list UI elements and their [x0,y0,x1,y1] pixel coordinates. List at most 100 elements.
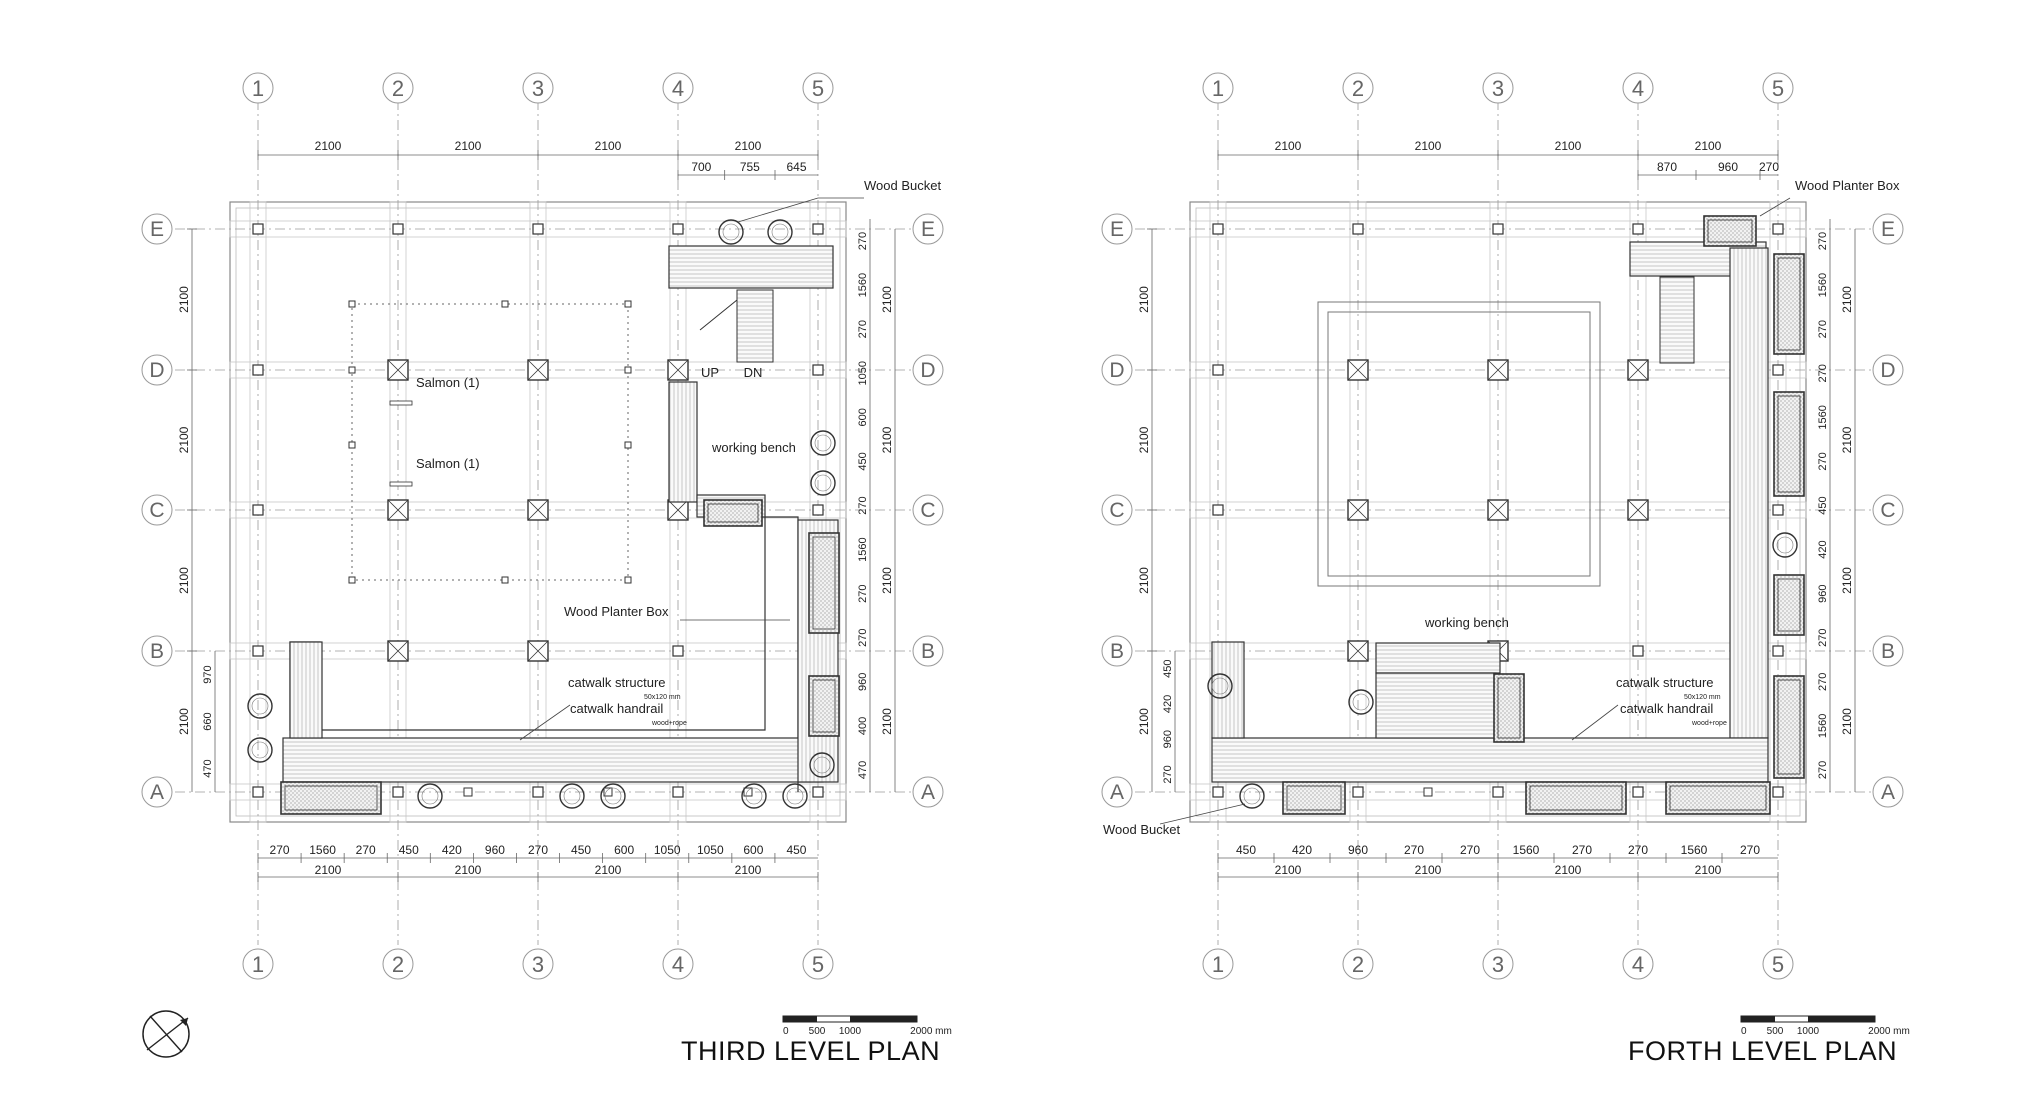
stair-up-label: UP [701,365,719,380]
dim-bottom-sub-span: 270 [528,843,548,857]
grid-bubble-label: 2 [392,76,404,101]
column-post [252,364,264,376]
grid-bubble-col [382,72,414,104]
grid-bubble-label: C [149,499,164,522]
dim-right-sub-span: 1050 [857,361,869,385]
void-post [501,300,509,308]
grid-bubble-label: E [921,218,935,241]
x-post-cross [527,499,549,521]
wood-bucket [559,783,585,809]
dim-bottom-span: 2100 [595,863,622,877]
grid-bubble-col [242,72,274,104]
wood-bucket [782,783,808,809]
wood-bucket [741,783,767,809]
column-post [392,223,404,235]
wood-bucket-rim [814,474,832,492]
dim-right-sub-span: 270 [857,320,869,338]
dim-bottom-sub-span: 270 [356,843,376,857]
stair-down-label: DN [744,365,763,380]
wood-planter-box [808,675,840,737]
grid-bubble-label: E [150,218,164,241]
grid-bubble-label: 2 [392,952,404,977]
void-post [348,576,356,584]
dim-right-span: 2100 [880,567,894,594]
x-post-cross [527,640,549,662]
dim-left-sub-span: 970 [202,665,214,683]
x-post-cross [527,359,549,381]
salmon-marker [389,481,413,487]
column-post [463,787,473,797]
void-post [501,576,509,584]
leader-line [519,704,571,741]
wood-bucket-label: Wood Bucket [864,178,941,193]
dim-bottom-sub-span: 270 [270,843,290,857]
wood-bucket [809,752,835,778]
grid-bubble-label: B [921,640,935,663]
wood-bucket [417,783,443,809]
grid-bubble-label: D [149,359,164,382]
dim-left-span: 2100 [177,286,191,313]
wood-bucket-rim [722,223,740,241]
catwalk-lower [282,737,824,783]
catwalk-structure-size: 50x120 mm [644,694,681,701]
dim-left-span: 2100 [177,567,191,594]
void-post [348,300,356,308]
grid-bubble-row [912,354,944,386]
grid-bubble-col [662,72,694,104]
dim-top-sub-span: 645 [786,160,806,174]
dim-right-sub-span: 270 [857,584,869,602]
grid-bubble-row [912,213,944,245]
stair-ramp [668,381,698,503]
dim-right-span: 2100 [880,286,894,313]
wood-planter-box [808,532,840,634]
dim-top-span: 2100 [595,139,622,153]
x-post-cross [387,499,409,521]
grid-bubble-label: A [150,781,164,804]
dim-bottom-span: 2100 [315,863,342,877]
salmon-marker [389,400,413,406]
column-post [252,223,264,235]
grid-bubble-label: A [921,781,935,804]
dim-bottom-sub-span: 1560 [309,843,336,857]
salmon-label: Salmon (1) [416,375,480,390]
third-level-plan-title: THIRD LEVEL PLAN [681,1036,941,1066]
column-post [672,645,684,657]
wood-planter-box [280,781,382,815]
x-post-cross [667,499,689,521]
grid-bubble-row [141,776,173,808]
forth-level-plan-title: FORTH LEVEL PLAN [1628,1036,1898,1066]
dim-bottom-sub-span: 600 [743,843,763,857]
column-post [743,787,753,797]
north-arrow-icon-head [180,1018,188,1026]
x-post-cross [387,359,409,381]
column-post [532,786,544,798]
void-post [624,300,632,308]
void-post [348,366,356,374]
grid-bubble-label: B [150,640,164,663]
grid-bubble-row [912,776,944,808]
wood-bucket [810,430,836,456]
void-post [624,576,632,584]
dim-left-span: 2100 [177,708,191,735]
scale-bar-label: 500 [809,1026,826,1037]
catwalk-handrail-label: catwalk handrail [570,701,663,716]
column-post [252,645,264,657]
column-post [812,504,824,516]
dim-right-sub-span: 600 [857,408,869,426]
scale-bar-seg [850,1016,917,1022]
working-bench-label: working bench [711,440,796,455]
grid-bubble-col [522,72,554,104]
salmon-label: Salmon (1) [416,456,480,471]
column-post [392,786,404,798]
column-post [812,786,824,798]
wood-planter-box-label: Wood Planter Box [564,604,669,619]
dim-right-sub-span: 470 [857,761,869,779]
wood-planter-box-inner [707,503,759,523]
void-post [624,441,632,449]
grid-bubble-label: 1 [252,76,264,101]
north-arrow-icon-stroke [149,1015,183,1053]
column-post [603,787,613,797]
dim-left-span: 2100 [177,426,191,453]
grid-bubble-label: D [920,359,935,382]
dim-right-sub-span: 400 [857,717,869,735]
